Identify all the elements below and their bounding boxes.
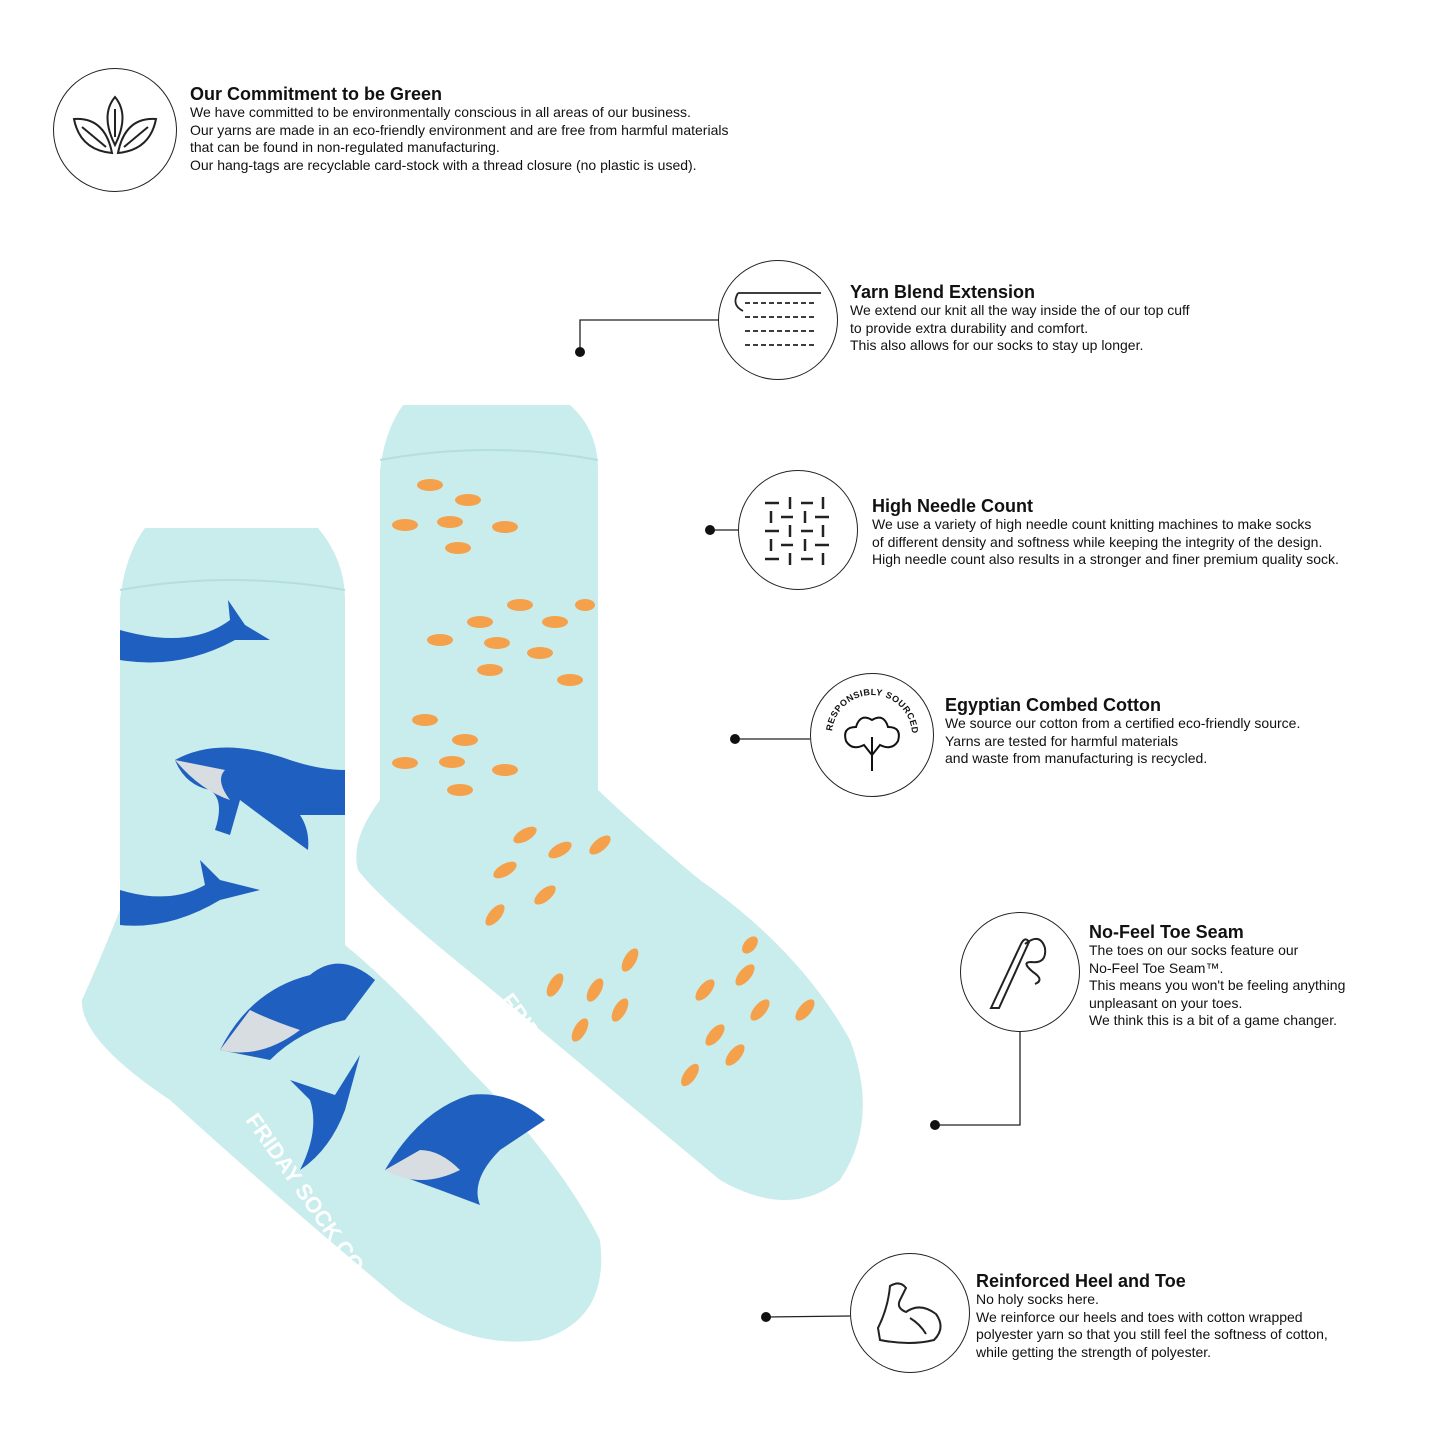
leaves-icon xyxy=(53,68,177,192)
feature-title: Yarn Blend Extension xyxy=(850,282,1036,302)
feature-text: This also allows for our socks to stay u… xyxy=(850,337,1144,353)
svg-text:RESPONSIBLY SOURCED COTTON: RESPONSIBLY SOURCED COTTON xyxy=(812,675,920,734)
feature-text: We think this is a bit of a game changer… xyxy=(1089,1012,1337,1028)
feature-text: We use a variety of high needle count kn… xyxy=(872,516,1312,532)
knit-loops-icon xyxy=(718,260,838,380)
feature-text: This means you won't be feeling anything xyxy=(1089,977,1346,993)
callout-dot xyxy=(705,525,715,535)
feature-text: polyester yarn so that you still feel th… xyxy=(976,1326,1328,1342)
callout-dot xyxy=(575,347,585,357)
feature-text: We extend our knit all the way inside th… xyxy=(850,302,1190,318)
feature-text: The toes on our socks feature our xyxy=(1089,942,1299,958)
callout-dot xyxy=(730,734,740,744)
feature-text: No holy socks here. xyxy=(976,1291,1099,1307)
feature-text: unpleasant on your toes. xyxy=(1089,994,1243,1011)
feature-title: High Needle Count xyxy=(872,496,1033,516)
feature-text: Our yarns are made in an eco-friendly en… xyxy=(190,121,729,138)
feature-text: and waste from manufacturing is recycled… xyxy=(945,750,1208,766)
feature-title: No-Feel Toe Seam xyxy=(1089,922,1244,942)
callout-dot xyxy=(930,1120,940,1130)
feature-title: Reinforced Heel and Toe xyxy=(976,1271,1186,1291)
feature-cotton: Egyptian Combed Cotton We source our cot… xyxy=(945,695,1300,768)
cotton-flower-icon: RESPONSIBLY SOURCED COTTON xyxy=(810,673,934,797)
feature-title: Our Commitment to be Green xyxy=(190,84,443,104)
feature-text: Yarns are tested for harmful materials xyxy=(945,732,1179,749)
feature-text: We reinforce our heels and toes with cot… xyxy=(976,1308,1303,1325)
feature-text: High needle count also results in a stro… xyxy=(872,551,1339,567)
cotton-badge-text: RESPONSIBLY SOURCED COTTON xyxy=(812,675,920,734)
feature-needle: High Needle Count We use a variety of hi… xyxy=(872,496,1339,569)
feature-text: Our hang-tags are recyclable card-stock … xyxy=(190,156,697,173)
feature-text: We source our cotton from a certified ec… xyxy=(945,715,1301,731)
feature-text: while getting the strength of polyester. xyxy=(976,1343,1212,1360)
needle-thread-icon xyxy=(960,912,1080,1032)
flexed-arm-icon xyxy=(850,1253,970,1373)
feature-text: We have committed to be environmentally … xyxy=(190,104,691,120)
feature-text: No-Feel Toe Seam™. xyxy=(1089,959,1224,976)
weave-pattern-icon xyxy=(738,470,858,590)
callout-dot xyxy=(761,1312,771,1322)
feature-title: Egyptian Combed Cotton xyxy=(945,695,1161,715)
feature-green: Our Commitment to be Green We have commi… xyxy=(190,84,728,174)
feature-yarn: Yarn Blend Extension We extend our knit … xyxy=(850,282,1190,355)
feature-heel: Reinforced Heel and Toe No holy socks he… xyxy=(976,1271,1328,1361)
feature-text: to provide extra durability and comfort. xyxy=(850,319,1089,336)
feature-toe: No-Feel Toe Seam The toes on our socks f… xyxy=(1089,922,1345,1030)
feature-text: that can be found in non-regulated manuf… xyxy=(190,139,500,155)
feature-text: of different density and softness while … xyxy=(872,533,1323,550)
